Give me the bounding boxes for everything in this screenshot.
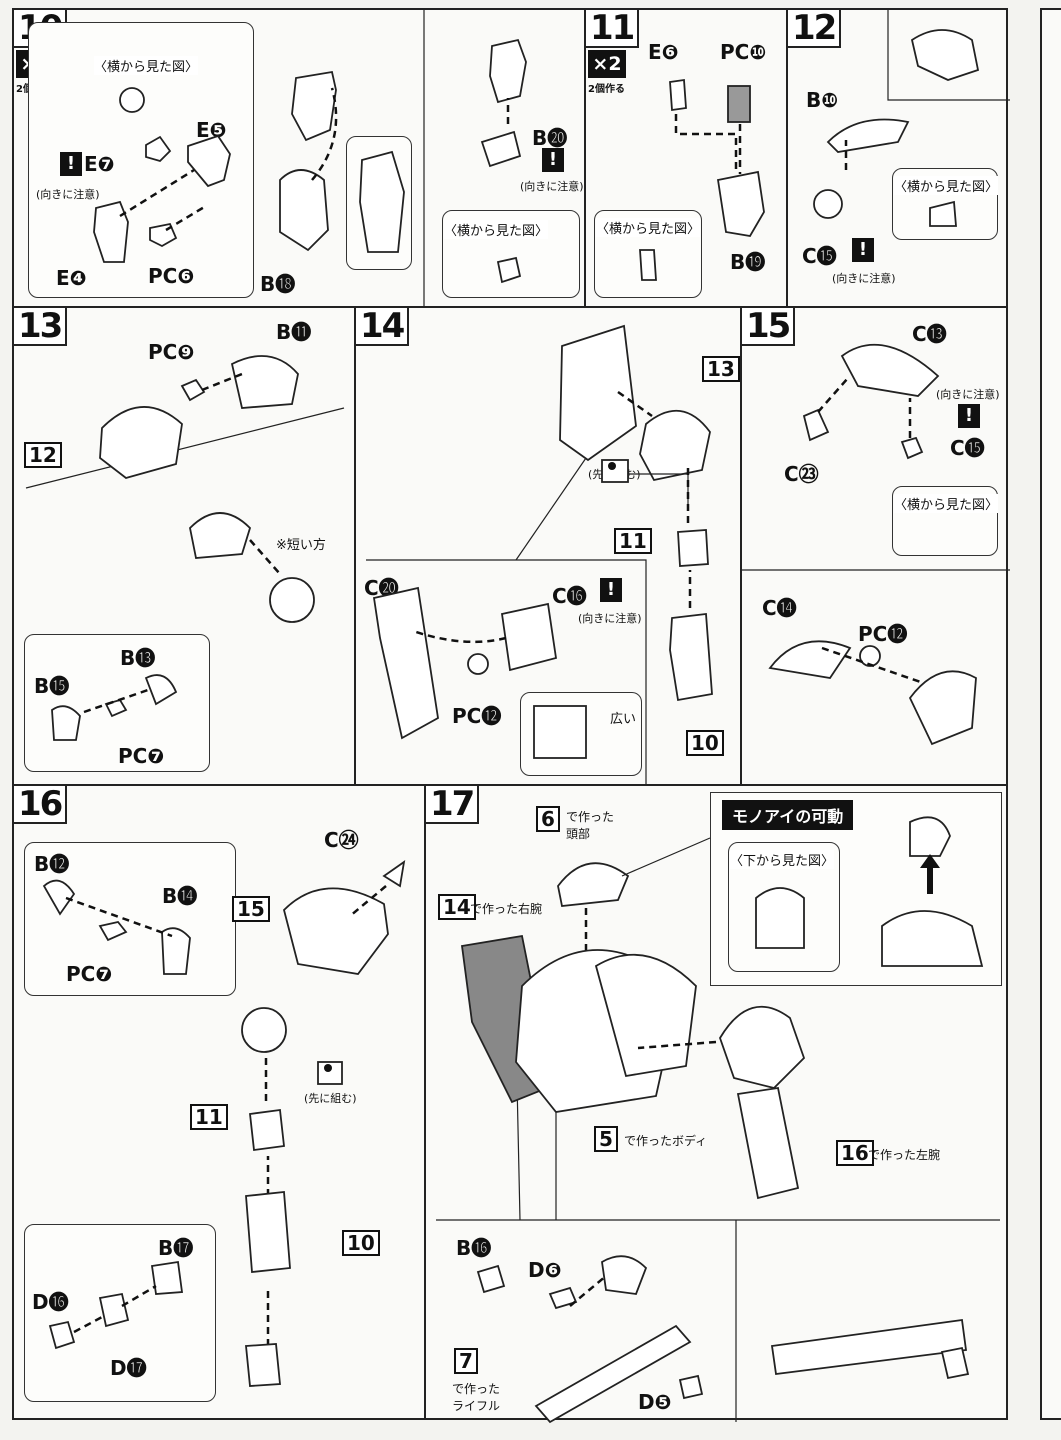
part-label-d5: D❺ bbox=[638, 1390, 672, 1414]
caution-text: (向きに注意) bbox=[832, 272, 896, 285]
part-label-b20: B⓴ bbox=[532, 126, 568, 150]
step-16-panel: 16 B⓬ B⓮ PC❼ C㉔ 15 (先に組む) 11 10 B⓱ D⓰ D⓱ bbox=[12, 784, 426, 1420]
step-10-panel: 10 ×2 2個作る 〈横から見た図〉 ! E❼ (向きに注意) E❺ E❹ P… bbox=[12, 8, 586, 310]
part-label-b19: B⓳ bbox=[730, 250, 766, 274]
side-view-label: 〈横から見た図〉 bbox=[894, 176, 999, 195]
step-13-illustration bbox=[25, 355, 345, 741]
step-number: 11 bbox=[586, 10, 640, 48]
part-label-pc10: PC❿ bbox=[720, 40, 767, 64]
step-11-panel: 11 ×2 2個作る E❻ PC❿ B⓳ 〈横から見た図〉 bbox=[584, 8, 788, 308]
part-label-pc7: PC❼ bbox=[66, 962, 113, 986]
step-14-panel: 14 13 (先に組む) 11 C⓴ C⓰ ! (向きに注意) PC⓬ 広い 1… bbox=[354, 306, 742, 788]
caution-text: (向きに注意) bbox=[578, 612, 642, 625]
left-arm-label: で作った左腕 bbox=[868, 1148, 941, 1162]
step-17-panel: 17 6 で作った 頭部 14 で作った右腕 モノアイの可動 〈下から見た図〉 … bbox=[424, 784, 1008, 1424]
multiplier-badge: ×2 bbox=[588, 50, 626, 78]
ref-step-12: 12 bbox=[24, 442, 62, 468]
part-label-c24: C㉔ bbox=[324, 828, 359, 852]
caution-text: (向きに注意) bbox=[520, 180, 584, 193]
part-label-pc7: PC❼ bbox=[118, 744, 165, 768]
mono-eye-title: モノアイの可動 bbox=[722, 800, 854, 830]
ref-step-10: 10 bbox=[342, 1230, 380, 1256]
ref-step-11: 11 bbox=[190, 1104, 228, 1130]
side-view-label: 〈横から見た図〉 bbox=[444, 220, 549, 239]
part-label-d16: D⓰ bbox=[32, 1290, 69, 1314]
part-label-b17: B⓱ bbox=[158, 1236, 194, 1260]
step-number: 13 bbox=[14, 308, 68, 346]
part-label-c15: C⓯ bbox=[950, 436, 985, 460]
ref-step-13: 13 bbox=[702, 356, 740, 382]
step-16-illustration bbox=[42, 860, 406, 1387]
part-label-c16: C⓰ bbox=[552, 584, 587, 608]
caution-icon: ! bbox=[600, 578, 622, 602]
part-label-b11: B⓫ bbox=[276, 320, 312, 344]
caution-icon: ! bbox=[60, 152, 82, 176]
wide-text: 広い bbox=[610, 712, 637, 727]
ref-step-11: 11 bbox=[614, 528, 652, 554]
part-label-c14: C⓮ bbox=[762, 596, 797, 620]
part-label-d6: D❻ bbox=[528, 1258, 562, 1282]
part-label-d17: D⓱ bbox=[110, 1356, 147, 1380]
step-15-panel: 15 C⓭ (向きに注意) ! C⓯ C㉓ 〈横から見た図〉 C⓮ PC⓬ bbox=[740, 306, 1010, 786]
bottom-view-label: 〈下から見た図〉 bbox=[730, 850, 835, 869]
step-17-illustration bbox=[436, 816, 1000, 1424]
rifle-label: で作った ライフル bbox=[452, 1382, 501, 1413]
part-label-pc9: PC❾ bbox=[148, 340, 195, 364]
part-label-e6: E❻ bbox=[648, 40, 679, 64]
part-label-c23: C㉓ bbox=[784, 462, 819, 486]
part-label-c13: C⓭ bbox=[912, 322, 947, 346]
ref-step-6: 6 bbox=[536, 806, 560, 832]
caution-text: (向きに注意) bbox=[36, 188, 100, 201]
next-page-edge bbox=[1040, 8, 1061, 1420]
step-10-illustration bbox=[93, 10, 527, 310]
ref-step-7: 7 bbox=[454, 1348, 478, 1374]
part-label-e4: E❹ bbox=[56, 266, 87, 290]
caution-text: (向きに注意) bbox=[936, 388, 1000, 401]
part-label-pc12: PC⓬ bbox=[858, 622, 908, 646]
part-label-c15: C⓯ bbox=[802, 244, 837, 268]
part-label-e7: E❼ bbox=[84, 152, 115, 176]
caution-icon: ! bbox=[958, 404, 980, 428]
step-13-panel: 13 PC❾ B⓫ 12 ※短い方 B⓭ B⓯ PC❼ bbox=[12, 306, 356, 786]
step-12-panel: 12 B❿ C⓯ ! (向きに注意) 〈横から見た図〉 bbox=[786, 8, 1010, 308]
step-number: 17 bbox=[426, 786, 480, 824]
part-label-pc12: PC⓬ bbox=[452, 704, 502, 728]
step-number: 15 bbox=[742, 308, 796, 346]
step-12-illustration bbox=[813, 10, 1010, 227]
sub-assembly-box bbox=[24, 842, 236, 996]
part-label-b10: B❿ bbox=[806, 88, 839, 112]
side-view-label: 〈横から見た図〉 bbox=[596, 218, 701, 237]
side-view-label: 〈横から見た図〉 bbox=[94, 56, 199, 75]
part-label-b18: B⓲ bbox=[260, 272, 296, 296]
ref-step-15: 15 bbox=[232, 896, 270, 922]
part-label-b16: B⓰ bbox=[456, 1236, 492, 1260]
part-label-b13: B⓭ bbox=[120, 646, 156, 670]
ref-step-10: 10 bbox=[686, 730, 724, 756]
body-label: で作ったボディ bbox=[624, 1134, 708, 1148]
part-label-b15: B⓯ bbox=[34, 674, 70, 698]
make-count: 2個作る bbox=[588, 84, 625, 95]
step-14-illustration bbox=[366, 324, 713, 788]
part-label-b12: B⓬ bbox=[34, 852, 70, 876]
ref-step-16: 16 bbox=[836, 1140, 874, 1166]
ref-step-5: 5 bbox=[594, 1126, 618, 1152]
right-arm-label: で作った右腕 bbox=[470, 902, 543, 916]
part-label-b14: B⓮ bbox=[162, 884, 198, 908]
part-label-pc6: PC❻ bbox=[148, 264, 195, 288]
step-number: 12 bbox=[788, 10, 842, 48]
step-number: 14 bbox=[356, 308, 410, 346]
step-number: 16 bbox=[14, 786, 68, 824]
side-view-label: 〈横から見た図〉 bbox=[894, 494, 999, 513]
caution-icon: ! bbox=[542, 148, 564, 172]
step-15-illustration bbox=[742, 343, 1010, 746]
head-label: で作った 頭部 bbox=[566, 810, 615, 841]
caution-icon: ! bbox=[852, 238, 874, 262]
note-short-side: ※短い方 bbox=[276, 538, 326, 553]
ref-step-14: 14 bbox=[438, 894, 476, 920]
step-11-illustration bbox=[639, 78, 765, 281]
assemble-first-text: (先に組む) bbox=[304, 1092, 357, 1105]
